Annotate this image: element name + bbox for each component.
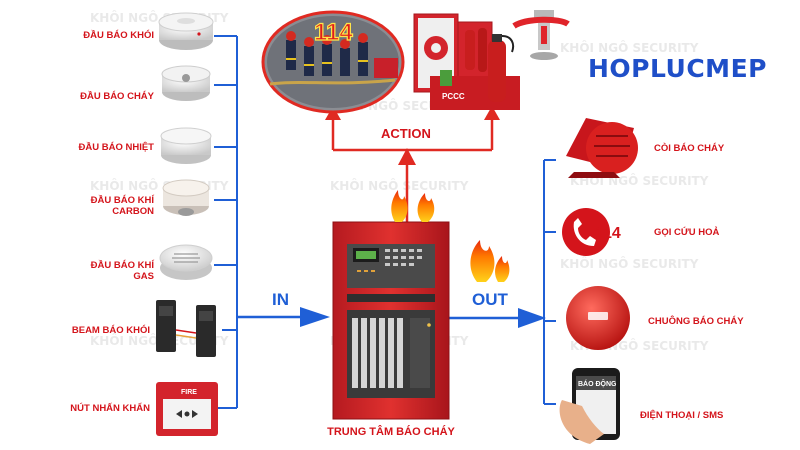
brand-logo-text: HOPLUCMEP — [588, 54, 767, 83]
fire-hose-cabinet-icon: PCCC — [413, 13, 520, 110]
input-label-beam-detector: BEAM BÁO KHÓI — [71, 325, 150, 336]
in-arrow-head — [300, 307, 330, 327]
carbon-gas-detector-icon — [162, 179, 210, 216]
firefighters-114-badge: 114 — [314, 19, 353, 46]
smartphone-icon: BÁO ĐỘNG — [559, 368, 620, 444]
output-label-siren: CÒI BÁO CHÁY — [654, 143, 725, 154]
out-arrow-head — [518, 308, 546, 328]
phone-114-icon: 114 — [562, 208, 621, 256]
heat-detector-icon — [160, 127, 212, 164]
call-point-fire-text: FIRE — [181, 389, 197, 396]
fire-bell-icon — [566, 286, 630, 350]
input-label-carbon-line2: CARBON — [112, 206, 154, 217]
watermark-text: KHÔI NGÔ SECURITY — [330, 178, 469, 193]
output-bus — [448, 159, 556, 405]
input-label-call-point: NÚT NHẤN KHẨN — [70, 403, 150, 414]
phone-114-badge: 114 — [595, 225, 621, 242]
watermark-text: KHÔI NGÔ SECURITY — [560, 40, 699, 55]
input-label-heat-detector: ĐẦU BÁO NHIỆT — [78, 142, 154, 153]
fire-detector-icon — [161, 65, 211, 101]
in-label: IN — [272, 290, 289, 309]
input-label-carbon-detector: ĐẦU BÁO KHÍ CARBON — [60, 195, 154, 217]
fire-extinguisher-icon — [488, 34, 515, 102]
out-label: OUT — [472, 290, 508, 309]
input-bus — [214, 35, 312, 409]
center-label: TRUNG TÂM BÁO CHÁY — [327, 426, 455, 438]
watermark-text: KHÔI NGÔ SECURITY — [560, 256, 699, 271]
smoke-detector-icon — [158, 12, 214, 50]
input-label-smoke-detector: ĐẦU BÁO KHÓI — [83, 30, 154, 41]
cabinet-pccc-text: PCCC — [442, 92, 465, 101]
input-label-gas-line2: GAS — [133, 271, 154, 282]
action-arrow-right-head — [484, 106, 500, 120]
beam-smoke-detector-icon — [156, 300, 216, 357]
fire-flame-icon — [391, 190, 510, 282]
output-label-phone-sms: ĐIỆN THOẠI / SMS — [640, 410, 724, 421]
sprinkler-icon — [512, 10, 570, 60]
gas-detector-icon — [159, 244, 213, 280]
input-label-carbon-line1: ĐẦU BÁO KHÍ — [90, 195, 154, 206]
input-label-fire-detector: ĐẦU BÁO CHÁY — [80, 91, 154, 102]
output-label-call-fire-dept: GỌI CỨU HOẢ — [654, 227, 720, 238]
input-label-gas-detector: ĐẦU BÁO KHÍ GAS — [60, 260, 154, 282]
output-label-fire-bell: CHUÔNG BÁO CHÁY — [648, 316, 744, 327]
manual-call-point-icon: FIRE — [156, 382, 218, 436]
input-label-gas-line1: ĐẦU BÁO KHÍ — [90, 260, 154, 271]
action-arrow-center-head — [398, 148, 416, 165]
firefighters-photo: 114 — [261, 10, 405, 114]
action-label: ACTION — [381, 126, 431, 141]
fire-alarm-panel-icon — [332, 221, 450, 420]
siren-icon — [566, 118, 638, 178]
phone-screen-text: BÁO ĐỘNG — [578, 379, 617, 388]
